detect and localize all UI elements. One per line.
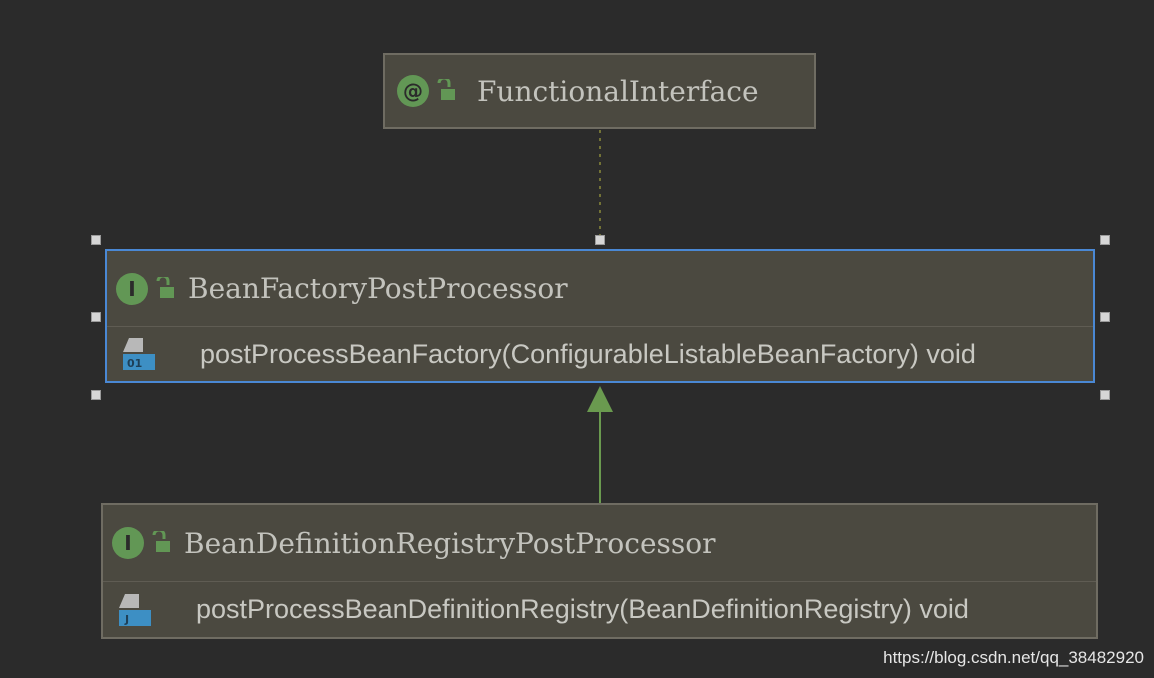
method-row[interactable]: 01 postProcessBeanFactory(ConfigurableLi… (107, 327, 1093, 381)
abstract-method-icon: 01 (123, 338, 155, 370)
method-icon-label: 01 (127, 357, 142, 370)
method-row[interactable]: J postProcessBeanDefinitionRegistry(Bean… (103, 582, 1096, 637)
resize-handle-top-center[interactable] (595, 235, 605, 245)
resize-handle-middle-left[interactable] (91, 312, 101, 322)
node-title: BeanDefinitionRegistryPostProcessor (184, 526, 716, 560)
method-signature: postProcessBeanFactory(ConfigurableLista… (200, 338, 976, 369)
interface-badge-icon: I (112, 527, 144, 559)
watermark-url: https://blog.csdn.net/qq_38482920 (883, 648, 1144, 667)
open-lock-icon (156, 276, 174, 298)
node-bean-definition-registry-post-processor[interactable]: I BeanDefinitionRegistryPostProcessor J … (101, 503, 1098, 639)
resize-handle-top-left[interactable] (91, 235, 101, 245)
annotation-badge-icon: @ (397, 75, 429, 107)
open-lock-icon (437, 79, 455, 100)
method-signature: postProcessBeanDefinitionRegistry(BeanDe… (196, 594, 969, 624)
node-title: BeanFactoryPostProcessor (188, 272, 568, 305)
interface-badge-icon: I (116, 272, 148, 305)
resize-handle-top-right[interactable] (1100, 235, 1110, 245)
abstract-method-icon: J (119, 593, 151, 626)
edge-extends-arrowhead (587, 386, 613, 412)
node-bean-factory-post-processor[interactable]: I BeanFactoryPostProcessor 01 postProces… (105, 249, 1095, 383)
open-lock-icon (152, 531, 170, 552)
node-title: FunctionalInterface (477, 74, 759, 108)
node-functional-interface[interactable]: @ FunctionalInterface (383, 53, 816, 129)
resize-handle-bottom-left[interactable] (91, 390, 101, 400)
method-icon-label: J (124, 613, 129, 626)
resize-handle-bottom-right[interactable] (1100, 390, 1110, 400)
resize-handle-middle-right[interactable] (1100, 312, 1110, 322)
